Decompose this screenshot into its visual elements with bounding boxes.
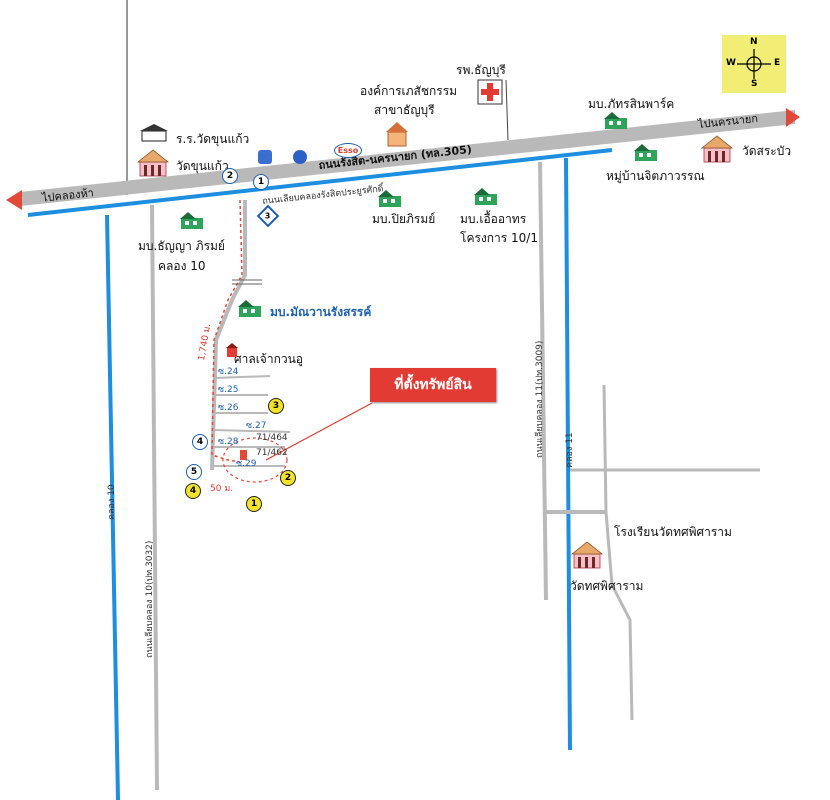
label-mb-manwan: มบ.มัณวานรังสรรค์	[270, 305, 372, 319]
label-school-thatsaphisaram: โรงเรียนวัดทศพิศาราม	[614, 525, 732, 539]
shrine-icon	[226, 343, 238, 357]
marker-4-circle: 4	[192, 434, 208, 450]
main-highway	[20, 110, 795, 206]
temple-khunkaew-icon	[136, 149, 170, 177]
label-klong11-road: ถนนเลียบคลอง 11(ปท.3009)	[535, 340, 545, 458]
marker-1-circle: 1	[253, 174, 269, 190]
label-gpo-branch: สาขาธัญบุรี	[374, 103, 435, 117]
arrow-west-icon	[6, 190, 22, 210]
soi-label: ซ.24	[218, 367, 239, 377]
plot-number: 71/462	[256, 448, 288, 458]
soi-label: ซ.26	[218, 403, 239, 413]
canal-10	[105, 214, 120, 800]
label-canal-10: คลอง 10	[107, 484, 117, 520]
village-phatsin-icon	[604, 112, 627, 129]
label-mb-phatsin: มบ.ภัทรสินพาร์ค	[588, 97, 675, 111]
village-euaathon-icon	[474, 188, 497, 205]
plot-number: 71/464	[256, 433, 288, 443]
label-project: โครงการ 10/1	[460, 231, 538, 245]
bank-icon	[258, 150, 272, 164]
temple-sabua-icon	[700, 135, 734, 163]
soi-24-road	[213, 375, 271, 379]
village-thanya-icon	[180, 212, 203, 229]
route-dashed	[211, 199, 243, 463]
label-klong10: คลอง 10	[158, 259, 206, 273]
marker-yellow-3: 3	[268, 398, 284, 414]
label-wat-sabua: วัดสระบัว	[742, 144, 792, 158]
road-east-3	[602, 384, 634, 721]
label-shrine: ศาลเจ้ากวนอู	[234, 352, 303, 366]
label-mb-thanya: มบ.ธัญญา ภิรมย์	[138, 239, 225, 253]
label-distance-short: 50 ม.	[210, 484, 234, 494]
label-wat-khunkaew: วัดขุนแก้ว	[176, 159, 229, 173]
label-mb-chittawan: หมู่บ้านจิตภาวรรณ	[606, 169, 705, 183]
arrow-east-icon	[786, 108, 800, 127]
marker-5-circle: 5	[186, 464, 202, 480]
soi-label: ซ.28	[218, 437, 239, 447]
marker-yellow-2: 2	[280, 470, 296, 486]
property-area	[222, 437, 288, 483]
marker-2-circle: 2	[222, 168, 238, 184]
compass-rose-icon	[737, 49, 771, 79]
gpo-building-icon	[387, 131, 407, 147]
temple-thatsaphisaram-icon	[570, 541, 604, 569]
label-canal-11: คลอง 11	[565, 432, 575, 468]
compass-s: S	[751, 79, 758, 89]
soi-label: ซ.29	[236, 459, 257, 469]
label-hospital: รพ.ธัญบุรี	[456, 63, 506, 77]
label-klong10-road: ถนนเลียบคลอง 10(ปท.3032)	[145, 540, 155, 658]
compass: N S E W	[722, 35, 786, 93]
village-piyaphirom-icon	[378, 190, 401, 207]
callout-leader	[265, 402, 373, 461]
esso-logo-icon: Esso	[334, 143, 362, 158]
village-chittawan-icon	[634, 144, 657, 161]
school-icon	[140, 124, 168, 142]
compass-e: E	[774, 58, 781, 68]
marker-yellow-1: 1	[246, 496, 262, 512]
label-wat-thatsaphisaram: วัดทศพิศาราม	[570, 579, 644, 593]
label-mb-euaathon: มบ.เอื้ออาทร	[460, 212, 527, 226]
canal-11	[564, 157, 572, 751]
label-mb-piyaphirom: มบ.ปิยภิรมย์	[372, 212, 436, 226]
compass-n: N	[750, 37, 758, 47]
village-manwan-icon	[238, 300, 261, 317]
soi-label: ซ.25	[218, 385, 239, 395]
compass-w: W	[726, 58, 736, 68]
klong10-side-road	[150, 204, 159, 791]
property-callout: ที่ตั้งทรัพย์สิน	[370, 368, 496, 402]
canal-rangsit	[27, 148, 613, 217]
property-building-icon	[240, 450, 247, 460]
marker-4b-circle: 4	[185, 483, 201, 499]
subject-side-road	[210, 200, 247, 471]
soi-label: ซ.27	[246, 421, 267, 431]
label-gpo: องค์การเภสัชกรรม	[360, 84, 458, 98]
bank2-icon	[293, 150, 307, 164]
label-school-khunkaew: ร.ร.วัดขุนแก้ว	[176, 132, 250, 146]
klong11-side-road	[538, 161, 548, 601]
soi-27-road	[213, 429, 291, 433]
